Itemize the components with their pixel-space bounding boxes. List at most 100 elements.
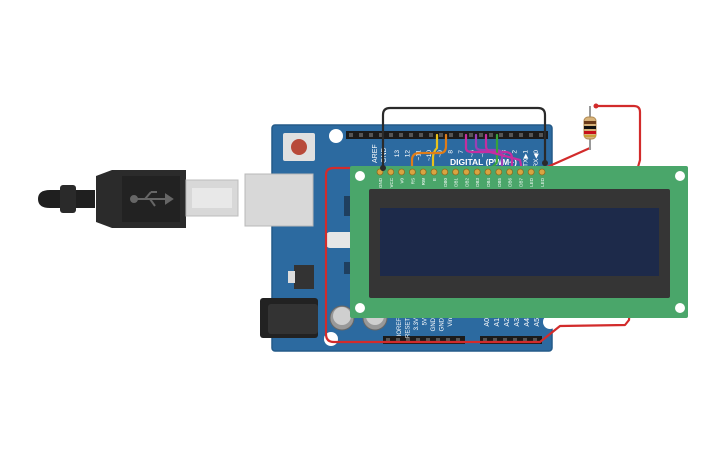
pin-label: 8 bbox=[448, 150, 455, 154]
pin-label: Vin bbox=[448, 318, 454, 327]
power-pin-socket[interactable] bbox=[386, 338, 390, 342]
usb-cable[interactable] bbox=[38, 170, 239, 228]
pin-label: 12 bbox=[405, 150, 412, 158]
wire-red-main[interactable] bbox=[324, 104, 642, 344]
lcd-pin-label: DB2 bbox=[464, 178, 469, 187]
digital-pin-socket[interactable] bbox=[359, 133, 363, 137]
lcd-pin[interactable] bbox=[441, 168, 449, 176]
analog-pin-socket[interactable] bbox=[523, 338, 527, 342]
pin-label: 5V bbox=[423, 318, 429, 325]
mounting-hole bbox=[329, 129, 343, 143]
analog-pin-socket[interactable] bbox=[513, 338, 517, 342]
analog-pin-socket[interactable] bbox=[533, 338, 537, 342]
lcd-screen bbox=[380, 208, 659, 276]
crystal bbox=[326, 232, 356, 248]
voltage-regulator bbox=[294, 265, 314, 289]
lcd-pin-label: DB0 bbox=[443, 178, 448, 187]
resistor[interactable] bbox=[583, 106, 597, 150]
power-pin-socket[interactable] bbox=[436, 338, 440, 342]
lcd-pin[interactable] bbox=[452, 168, 460, 176]
aref-label: AREF bbox=[372, 144, 379, 163]
power-header bbox=[383, 336, 465, 344]
pin-label: TX▶1 bbox=[522, 150, 529, 167]
lcd-pin[interactable] bbox=[408, 168, 416, 176]
digital-pin-socket[interactable] bbox=[439, 133, 443, 137]
analog-pin-socket[interactable] bbox=[483, 338, 487, 342]
digital-pin-socket[interactable] bbox=[499, 133, 503, 137]
mounting-hole bbox=[543, 315, 557, 329]
pin-label: A1 bbox=[494, 318, 501, 327]
digital-pin-socket[interactable] bbox=[529, 133, 533, 137]
digital-pwm-label: DIGITAL (PWM~) bbox=[450, 157, 517, 167]
digital-pin-socket[interactable] bbox=[459, 133, 463, 137]
analog-header bbox=[480, 336, 542, 344]
power-pin-socket[interactable] bbox=[396, 338, 400, 342]
power-pin-socket[interactable] bbox=[406, 338, 410, 342]
wires[interactable] bbox=[324, 104, 642, 344]
pin-label: A3 bbox=[514, 318, 521, 327]
digital-pin-socket[interactable] bbox=[479, 133, 483, 137]
lcd-pin-label: LED bbox=[540, 177, 545, 187]
digital-pin-socket[interactable] bbox=[429, 133, 433, 137]
lcd-pin[interactable] bbox=[495, 168, 503, 176]
digital-pin-socket[interactable] bbox=[409, 133, 413, 137]
digital-pin-socket[interactable] bbox=[389, 133, 393, 137]
lcd-pin-label: DB7 bbox=[518, 178, 523, 187]
digital-pin-socket[interactable] bbox=[469, 133, 473, 137]
pin-contacts bbox=[380, 103, 599, 171]
power-pin-socket[interactable] bbox=[416, 338, 420, 342]
analog-pin-socket[interactable] bbox=[503, 338, 507, 342]
pin-label: A4 bbox=[524, 318, 531, 327]
analog-pin-socket[interactable] bbox=[493, 338, 497, 342]
digital-pin-socket[interactable] bbox=[369, 133, 373, 137]
lcd-pin[interactable] bbox=[506, 168, 514, 176]
lcd-pin[interactable] bbox=[430, 168, 438, 176]
power-pin-socket[interactable] bbox=[446, 338, 450, 342]
pin-label: RX◀0 bbox=[533, 150, 540, 168]
pin-label: ~11 bbox=[415, 150, 422, 161]
digital-pin-socket[interactable] bbox=[399, 133, 403, 137]
wire-magenta-2[interactable] bbox=[484, 133, 524, 172]
pin-label: IOREF bbox=[397, 318, 403, 337]
lcd-pin-label: DB6 bbox=[508, 178, 513, 187]
lcd-pin-label: LED bbox=[529, 177, 534, 187]
lcd-pin[interactable] bbox=[387, 168, 395, 176]
pin-label: ~3 bbox=[501, 150, 508, 158]
digital-pin-socket[interactable] bbox=[509, 133, 513, 137]
lcd-pin[interactable] bbox=[527, 168, 535, 176]
lcd-pin-label: DB5 bbox=[497, 178, 502, 187]
lcd-pin[interactable] bbox=[398, 168, 406, 176]
digital-pin-socket[interactable] bbox=[419, 133, 423, 137]
lcd-pin[interactable] bbox=[462, 168, 470, 176]
lcd-pin[interactable] bbox=[419, 168, 427, 176]
wire-orange[interactable] bbox=[410, 133, 448, 172]
pin-label: ~10 bbox=[426, 150, 433, 161]
lcd-pin-label: DB1 bbox=[454, 178, 459, 187]
wire-purple[interactable] bbox=[474, 133, 504, 172]
pin-label: 3.3V bbox=[414, 318, 420, 330]
power-pin-socket[interactable] bbox=[456, 338, 460, 342]
digital-pin-socket[interactable] bbox=[539, 133, 543, 137]
pin-label: 13 bbox=[394, 150, 401, 158]
pin-label: A0 bbox=[484, 318, 491, 327]
lcd-pin[interactable] bbox=[538, 168, 546, 176]
lcd-pin[interactable] bbox=[517, 168, 524, 176]
digital-pin-socket[interactable] bbox=[379, 133, 383, 137]
digital-pin-socket[interactable] bbox=[519, 133, 523, 137]
lcd-pin[interactable] bbox=[484, 168, 492, 176]
pin-label: 2 bbox=[512, 150, 519, 154]
lcd-pin[interactable] bbox=[473, 168, 481, 176]
lcd-pin-label: DB3 bbox=[475, 178, 480, 187]
digital-pin-socket[interactable] bbox=[449, 133, 453, 137]
power-pin-socket[interactable] bbox=[426, 338, 430, 342]
pin-label: GND bbox=[431, 317, 437, 331]
digital-pin-socket[interactable] bbox=[349, 133, 353, 137]
wire-black[interactable] bbox=[381, 106, 547, 170]
gnd-label: GND bbox=[381, 147, 388, 163]
digital-pin-socket[interactable] bbox=[489, 133, 493, 137]
lcd-pin-label: VCC bbox=[389, 177, 394, 187]
pin-label: A2 bbox=[504, 318, 511, 327]
